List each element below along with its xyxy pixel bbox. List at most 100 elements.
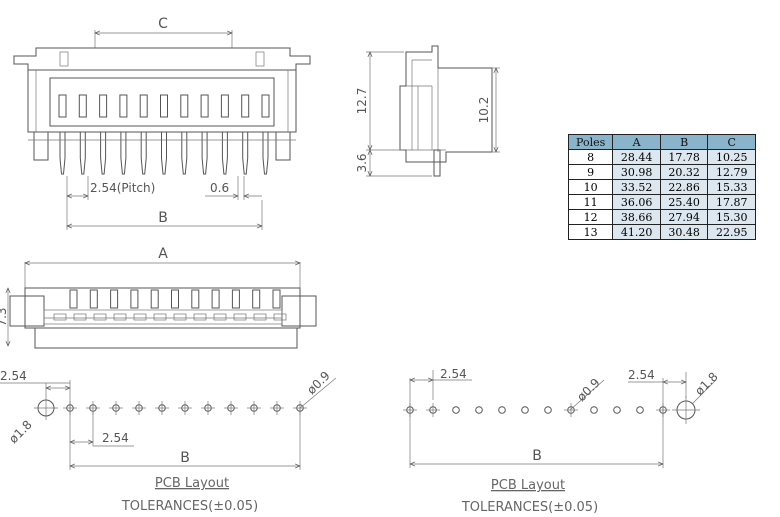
header-b: B bbox=[659, 134, 709, 150]
bottom-tooth bbox=[113, 313, 127, 321]
front-pin bbox=[242, 132, 249, 175]
bottom-slot bbox=[191, 289, 200, 309]
dim-pin-width-label: 0.6 bbox=[210, 181, 229, 195]
dim-c-label: C bbox=[158, 16, 168, 32]
dimension-cell: 15.30 bbox=[707, 209, 756, 225]
pcb-hole bbox=[521, 406, 529, 414]
bottom-tooth bbox=[153, 313, 167, 321]
dim-height-3-6: 3.6 bbox=[355, 153, 369, 172]
pcb-layout-right: 2.54 ø0.9 2.54 ø1.8 B PCB Layout TOLERAN… bbox=[403, 367, 721, 515]
dim-left-2-54-top: 2.54 bbox=[0, 369, 27, 383]
bottom-tooth bbox=[233, 313, 247, 321]
front-view: C 2.54(Pitch) 0.6 B bbox=[13, 16, 311, 230]
bottom-tooth bbox=[173, 313, 187, 321]
bottom-slot bbox=[252, 289, 261, 309]
dim-right-dia-1-8: ø1.8 bbox=[692, 370, 721, 399]
dimension-cell: 25.40 bbox=[659, 194, 709, 210]
dim-height-12-7: 12.7 bbox=[355, 88, 369, 115]
bottom-view: A 7.3 bbox=[0, 246, 317, 349]
layout-left-title: PCB Layout bbox=[155, 476, 229, 491]
bottom-tooth bbox=[253, 313, 267, 321]
dimension-cell: 17.78 bbox=[659, 149, 709, 165]
pcb-hole bbox=[452, 406, 460, 414]
dim-pitch-label: 2.54(Pitch) bbox=[90, 181, 155, 195]
bottom-slot bbox=[231, 289, 240, 309]
front-slot bbox=[200, 94, 209, 118]
bottom-slot bbox=[130, 289, 139, 309]
front-slot bbox=[220, 94, 229, 118]
dim-right-2-54-right: 2.54 bbox=[628, 368, 655, 382]
layout-left-tolerance: TOLERANCES(±0.05) bbox=[121, 499, 258, 514]
front-slot bbox=[241, 94, 250, 118]
bottom-slot bbox=[211, 289, 220, 309]
front-slot bbox=[99, 94, 108, 118]
dim-left-2-54-bottom: 2.54 bbox=[102, 431, 129, 445]
front-pin bbox=[120, 132, 127, 175]
front-pin bbox=[100, 132, 107, 175]
pcb-hole bbox=[613, 406, 621, 414]
dimension-cell: 28.44 bbox=[612, 149, 661, 165]
dimension-cell: 22.86 bbox=[659, 179, 709, 195]
poles-cell: 13 bbox=[567, 224, 614, 240]
front-slot bbox=[139, 94, 148, 118]
poles-cell: 9 bbox=[567, 164, 614, 180]
dimension-cell: 17.87 bbox=[707, 194, 756, 210]
front-pin bbox=[181, 132, 188, 175]
bottom-slot bbox=[89, 289, 98, 309]
front-slot bbox=[78, 94, 87, 118]
bottom-slot bbox=[110, 289, 119, 309]
table-header-row: Poles A B C bbox=[567, 134, 756, 150]
front-pin bbox=[262, 132, 269, 175]
dimension-cell: 15.33 bbox=[707, 179, 756, 195]
pcb-layout-left: 2.54 ø1.8 2.54 ø0.9 B PCB Layout TOLERAN… bbox=[0, 369, 337, 514]
bottom-tooth bbox=[193, 313, 207, 321]
header-a: A bbox=[612, 134, 661, 150]
layout-right-tolerance: TOLERANCES(±0.05) bbox=[461, 500, 598, 515]
dim-left-b: B bbox=[180, 450, 190, 466]
bottom-tooth bbox=[133, 313, 147, 321]
bottom-slot bbox=[171, 289, 179, 309]
front-pin bbox=[161, 132, 167, 175]
dimension-cell: 30.98 bbox=[612, 164, 661, 180]
pcb-hole bbox=[475, 406, 483, 414]
pcb-hole bbox=[636, 406, 644, 414]
dimension-cell: 41.20 bbox=[612, 224, 661, 240]
dim-a-label: A bbox=[158, 246, 168, 262]
front-pin bbox=[140, 132, 147, 175]
header-poles: Poles bbox=[567, 134, 614, 150]
bottom-tooth bbox=[213, 313, 227, 321]
front-slot bbox=[160, 94, 168, 118]
front-slot bbox=[180, 94, 189, 118]
dimension-cell: 12.79 bbox=[707, 164, 756, 180]
dim-b-top-label: B bbox=[158, 210, 168, 226]
front-pin bbox=[201, 132, 208, 175]
pcb-hole bbox=[590, 406, 598, 414]
bottom-slot bbox=[69, 289, 78, 309]
dimension-cell: 27.94 bbox=[659, 209, 709, 225]
bottom-tooth bbox=[93, 313, 107, 321]
layout-right-title: PCB Layout bbox=[491, 478, 565, 493]
poles-cell: 12 bbox=[567, 209, 614, 225]
dim-left-dia-1-8: ø1.8 bbox=[6, 418, 35, 447]
dim-height-10-2: 10.2 bbox=[477, 97, 491, 124]
pcb-hole bbox=[498, 406, 506, 414]
dimension-cell: 30.48 bbox=[659, 224, 709, 240]
front-slot bbox=[119, 94, 128, 118]
bottom-slot bbox=[272, 289, 281, 309]
dimension-cell: 38.66 bbox=[612, 209, 661, 225]
dimension-cell: 20.32 bbox=[659, 164, 709, 180]
front-slot bbox=[261, 94, 270, 118]
dim-side-height: 7.3 bbox=[0, 307, 9, 326]
header-c: C bbox=[707, 134, 756, 150]
dimension-cell: 10.25 bbox=[707, 149, 756, 165]
dim-right-dia-0-9: ø0.9 bbox=[574, 376, 603, 405]
dimension-cell: 33.52 bbox=[612, 179, 661, 195]
bottom-tooth bbox=[73, 313, 87, 321]
